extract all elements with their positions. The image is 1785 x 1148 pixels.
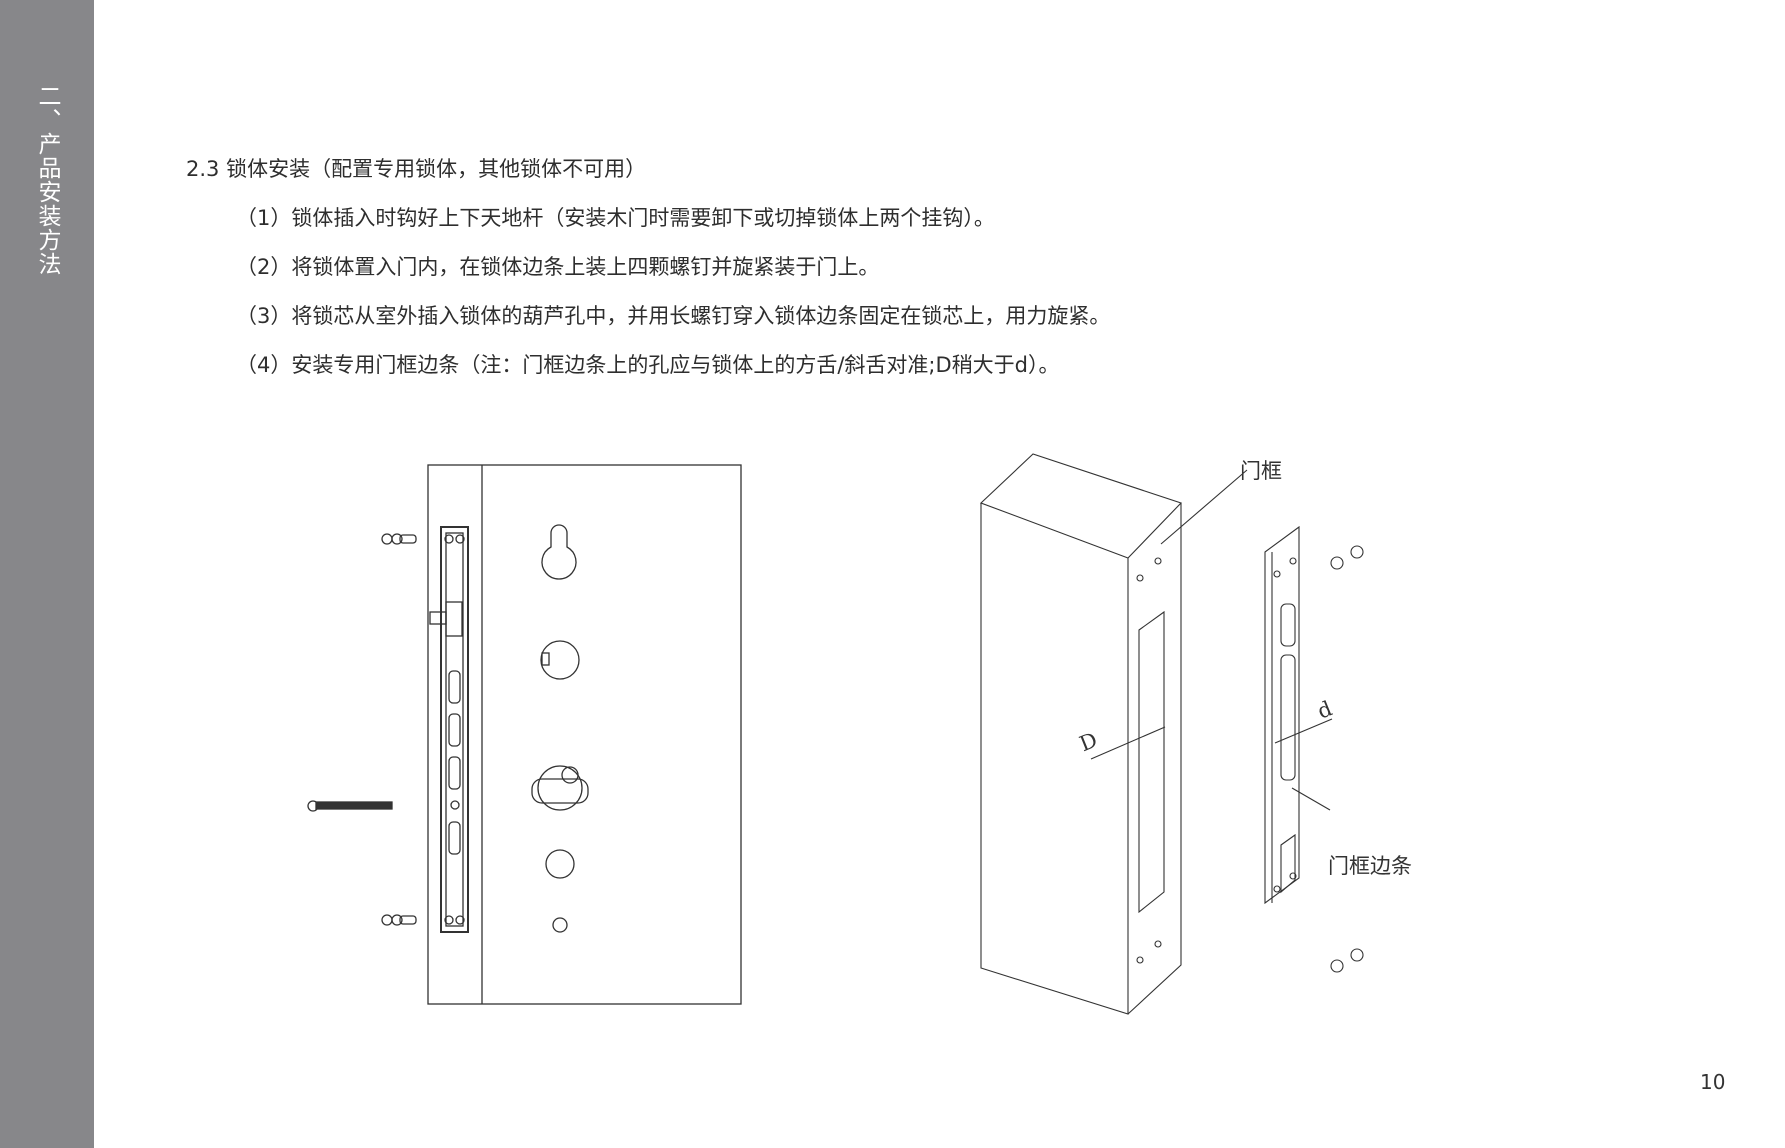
- section-heading: 2.3 锁体安装（配置专用锁体，其他锁体不可用）: [186, 157, 647, 181]
- page-number: 10: [1700, 1070, 1726, 1094]
- step-2: （2）将锁体置入门内，在锁体边条上装上四颗螺钉并旋紧装于门上。: [236, 255, 880, 279]
- door-frame-label: 门框: [1240, 459, 1282, 483]
- chapter-title: 二、产品安装方法: [34, 84, 60, 276]
- step-4: （4）安装专用门框边条（注：门框边条上的孔应与锁体上的方舌/斜舌对准;D稍大于d…: [236, 353, 1060, 377]
- step-1: （1）锁体插入时钩好上下天地杆（安装木门时需要卸下或切掉锁体上两个挂钩）。: [236, 206, 995, 230]
- door-frame-drawing: [979, 453, 1364, 1015]
- strike-plate-label: 门框边条: [1328, 854, 1412, 878]
- sidebar: 二、产品安装方法: [0, 0, 94, 1148]
- step-3: （3）将锁芯从室外插入锁体的葫芦孔中，并用长螺钉穿入锁体边条固定在锁芯上，用力旋…: [236, 304, 1111, 328]
- door-lock-drawing: [307, 464, 742, 1005]
